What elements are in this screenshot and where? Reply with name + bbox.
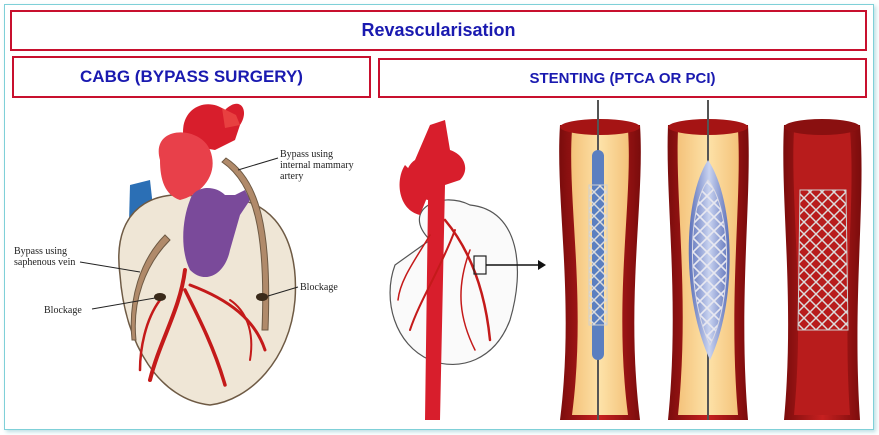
- page-title: Revascularisation: [361, 20, 516, 40]
- artery-opening-1: [560, 119, 640, 135]
- mammary-artery-graft: [221, 157, 270, 331]
- artery-opening-3: [784, 119, 860, 135]
- zoom-arrow-head: [538, 260, 546, 270]
- stenting-coronary-arteries: [397, 218, 492, 351]
- deployed-stent: [797, 189, 849, 331]
- saphenous-vein-graft: [130, 234, 171, 341]
- blockage-marker-right: [256, 293, 268, 301]
- title-box: Revascularisation: [10, 10, 867, 51]
- coronary-arteries: [138, 268, 267, 387]
- cabg-leader-lines: [79, 157, 299, 310]
- label-blockage-left: Blockage: [44, 305, 82, 316]
- stenting-heading: STENTING (PTCA OR PCI): [529, 69, 716, 87]
- label-saphenous-line1: Bypass using: [14, 246, 67, 257]
- stenting-heart-illustration: [389, 120, 546, 420]
- heart-outline: [389, 199, 519, 365]
- stent-stage-balloon: [667, 100, 749, 420]
- stent-stage-catheter: [559, 100, 641, 420]
- blockage-marker-left: [154, 293, 166, 301]
- label-blockage-right: Blockage: [300, 282, 338, 293]
- label-mammary-line2: internal mammary: [280, 160, 354, 171]
- cabg-heading: CABG (BYPASS SURGERY): [80, 67, 303, 86]
- crimped-stent-1: [588, 184, 608, 326]
- aorta-branch: [222, 108, 240, 128]
- aorta-left: [399, 165, 430, 215]
- label-saphenous-line2: saphenous vein: [14, 257, 75, 268]
- label-mammary-line1: Bypass using: [280, 149, 333, 160]
- stenting-heading-box: STENTING (PTCA OR PCI): [378, 58, 867, 98]
- pulmonary-trunk: [183, 188, 250, 278]
- stent-stage-deployed: [783, 119, 862, 420]
- cabg-heading-box: CABG (BYPASS SURGERY): [12, 56, 371, 98]
- expanding-stent: [692, 179, 728, 347]
- label-mammary-line3: artery: [280, 171, 303, 182]
- aortic-root: [158, 132, 213, 200]
- cabg-heart-illustration: [118, 103, 297, 406]
